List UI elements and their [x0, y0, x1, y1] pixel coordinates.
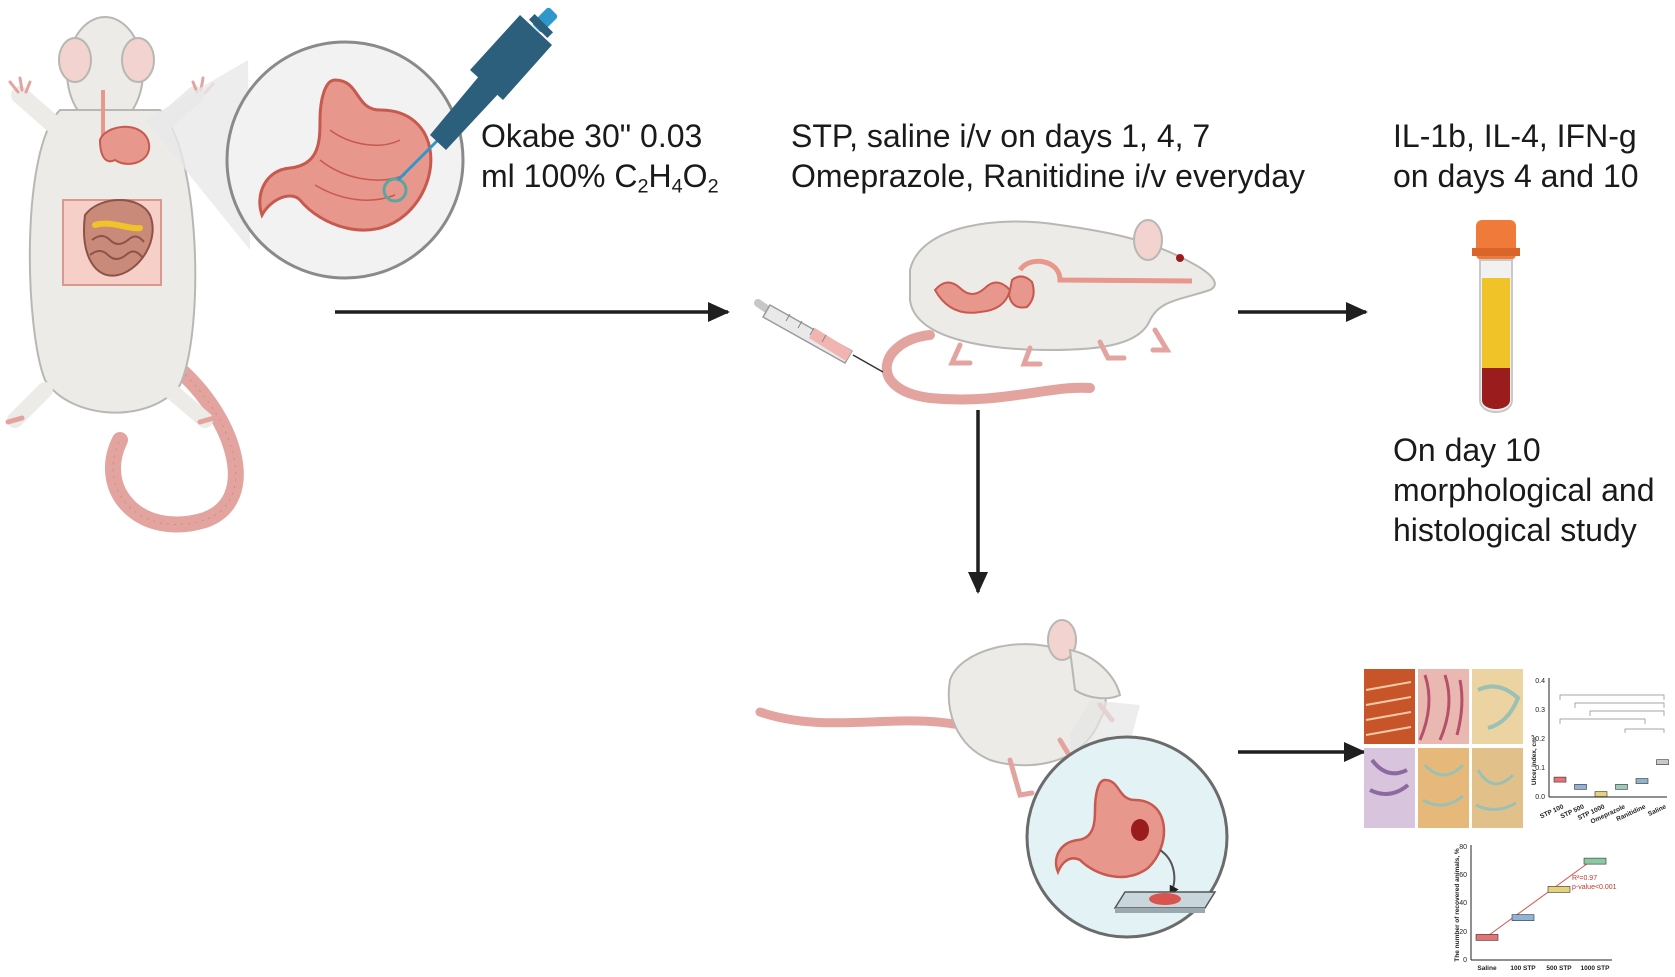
ulcer-box-4: [1635, 778, 1649, 784]
ulcer-brackets: [1559, 694, 1665, 733]
okabe-sub-2: 4: [671, 175, 683, 198]
recovery-xtick-1: 100 STP: [1510, 965, 1536, 972]
recovery-box-1: [1511, 914, 1535, 921]
ulcer-ytick-4: 0.4: [1535, 678, 1545, 685]
histology-image-5: [1418, 748, 1469, 828]
recovery-xtick-3: 1000 STP: [1581, 965, 1611, 972]
microscope-slide-icon: [1113, 891, 1217, 913]
study-label: On day 10 morphological and histological…: [1393, 432, 1655, 548]
ulcer-box-2: [1594, 791, 1608, 797]
okabe-mid-2: O: [682, 158, 708, 194]
ulcer-ylabel: Ulcer index, cm²: [1531, 734, 1538, 785]
ulcer-ytick-1: 0.1: [1535, 765, 1545, 772]
recovery-box-0: [1475, 934, 1499, 941]
histology-panel: [1364, 669, 1523, 828]
ulcer-boxes: [1553, 759, 1669, 797]
cytokine-line-2: on days 4 and 10: [1393, 158, 1639, 194]
cytokine-line-1: IL-1b, IL-4, IFN-g: [1393, 118, 1637, 154]
recovery-box-3: [1583, 857, 1607, 865]
recovery-chart: The number of recovered animals, % 0 20 …: [1454, 844, 1617, 972]
rat-sitting-icon: [755, 619, 1122, 798]
rat-dissected-icon: [5, 16, 244, 533]
treatment-line-2: Omeprazole, Ranitidine i/v everyday: [791, 158, 1306, 194]
histology-image-1: [1364, 669, 1415, 744]
recovery-trend-line: [1484, 857, 1596, 939]
ulcer-ytick-0: 0.0: [1535, 794, 1545, 801]
recovery-box-2: [1547, 886, 1571, 893]
blood-tube-icon: [1472, 220, 1520, 413]
ulcer-box-5: [1656, 759, 1669, 766]
recovery-ytick-2: 40: [1459, 900, 1467, 907]
ulcer-box-3: [1615, 784, 1628, 790]
okabe-sub-3: 2: [707, 175, 719, 198]
okabe-mid-1: H: [648, 158, 672, 194]
recovery-xtick-0: Saline: [1477, 965, 1497, 972]
recovery-ylabel: The number of recovered animals, %: [1454, 848, 1461, 962]
ulcer-ytick-3: 0.3: [1535, 707, 1545, 714]
okabe-sub-1: 2: [637, 175, 649, 198]
histology-image-6: [1472, 748, 1523, 828]
recovery-boxes: [1475, 857, 1607, 941]
recovery-xticks: Saline 100 STP 500 STP 1000 STP: [1477, 965, 1610, 972]
treatment-label: STP, saline i/v on days 1, 4, 7 Omeprazo…: [791, 116, 1305, 196]
recovery-annotation-r2: R²=0.97: [1572, 875, 1597, 882]
rat-icon: [881, 219, 1216, 405]
syringe-icon: [754, 299, 884, 373]
treatment-line-1: STP, saline i/v on days 1, 4, 7: [791, 118, 1211, 154]
recovery-annotation-p: p-value<0.001: [1572, 884, 1617, 891]
stomach-icon-2: [1054, 778, 1166, 879]
okabe-line-1: Okabe 30" 0.03: [481, 118, 703, 154]
recovery-ytick-4: 80: [1459, 844, 1467, 851]
recovery-ytick-3: 60: [1459, 872, 1467, 879]
okabe-line-2-text: ml 100% C: [481, 158, 638, 194]
ulcer-box-1: [1574, 784, 1587, 790]
stomach-slide-circle: [1025, 735, 1229, 939]
stomach-zoom-circle: [225, 40, 465, 280]
zoom-wedge-1: [145, 60, 250, 250]
cytokine-label: IL-1b, IL-4, IFN-g on days 4 and 10: [1393, 116, 1639, 196]
recovery-ytick-0: 0: [1463, 957, 1467, 964]
ulcer-ytick-2: 0.2: [1535, 736, 1545, 743]
ulcer-box-0: [1553, 776, 1567, 783]
okabe-protocol-label: Okabe 30" 0.03 ml 100% C2H4O2: [481, 116, 719, 196]
stomach-icon: [258, 78, 433, 232]
okabe-line-2: ml 100% C2H4O2: [481, 156, 719, 196]
recovery-xtick-2: 500 STP: [1546, 965, 1572, 972]
pipette-icon: [396, 7, 558, 182]
recovery-ytick-1: 20: [1459, 929, 1467, 936]
